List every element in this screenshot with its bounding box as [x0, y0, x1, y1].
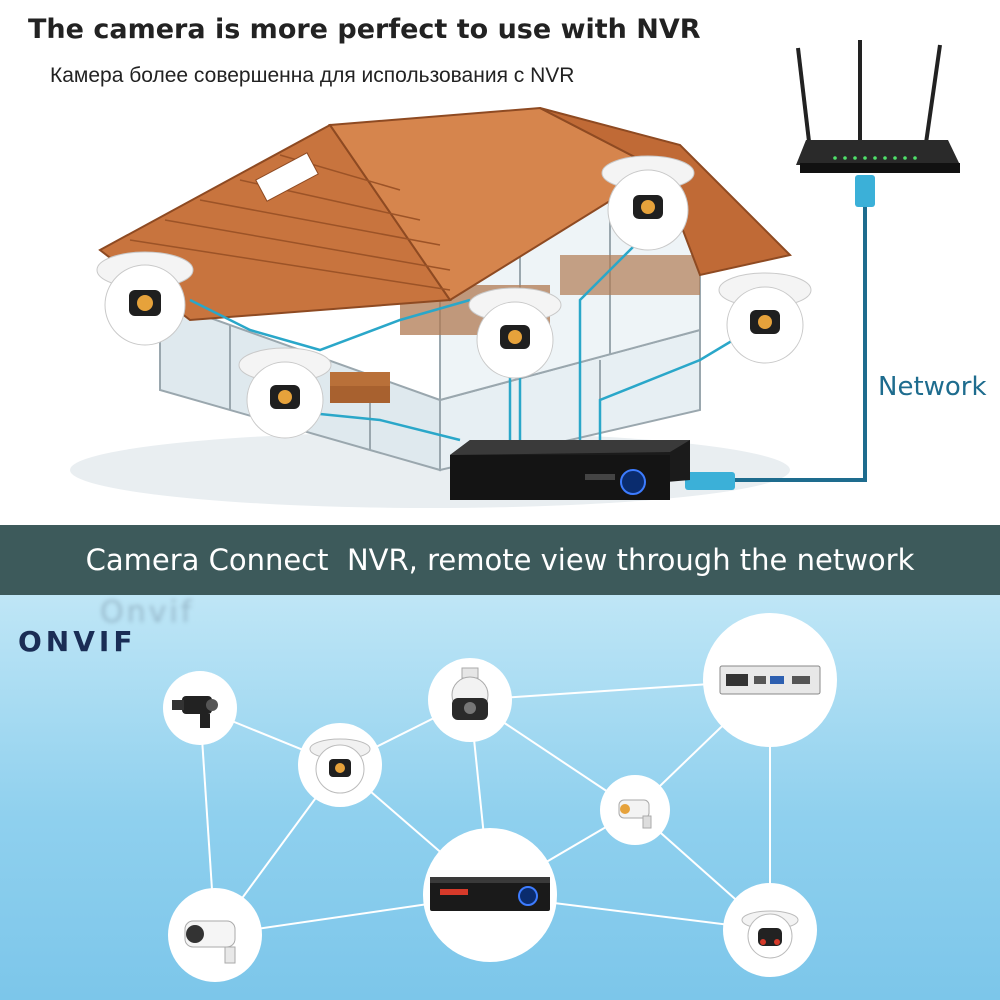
- caption-banner: Camera Connect NVR, remote view through …: [0, 525, 1000, 595]
- dome-camera-icon: [468, 287, 562, 379]
- router-icon: [796, 40, 960, 173]
- banner-text: Camera Connect NVR, remote view through …: [85, 543, 915, 577]
- turret-camera-icon: [741, 910, 799, 959]
- rj45-connector-icon: [855, 175, 875, 207]
- device-network-graph: [163, 613, 837, 982]
- nvr-device-icon: [719, 665, 821, 695]
- page-title: The camera is more perfect to use with N…: [28, 14, 701, 45]
- dome-camera-icon: [601, 155, 695, 251]
- small-bullet-camera-icon: [618, 799, 652, 829]
- device-network-panel: Onvif ONVIF: [0, 595, 1000, 1000]
- network-cable: [735, 200, 867, 482]
- bullet-camera-icon: [172, 696, 218, 728]
- recorder-icon: [430, 877, 550, 911]
- dome-camera-icon: [96, 251, 194, 346]
- ptz-camera-icon: [451, 667, 489, 720]
- top-illustration: The camera is more perfect to use with N…: [28, 14, 987, 508]
- nvr-recorder-icon: [450, 440, 690, 500]
- house-network-illustration: [70, 40, 960, 508]
- rj45-connector-icon: [685, 472, 735, 490]
- onvif-reflection: Onvif: [100, 595, 195, 630]
- onvif-logo: ONVIF: [18, 625, 137, 658]
- page-subtitle: Камера более совершенна для использовани…: [50, 64, 575, 87]
- bullet-camera-icon: [184, 920, 236, 964]
- dome-camera-icon: [718, 272, 812, 364]
- network-label: Network: [878, 372, 987, 402]
- dome-camera-icon: [309, 738, 371, 794]
- dome-camera-icon: [238, 347, 332, 439]
